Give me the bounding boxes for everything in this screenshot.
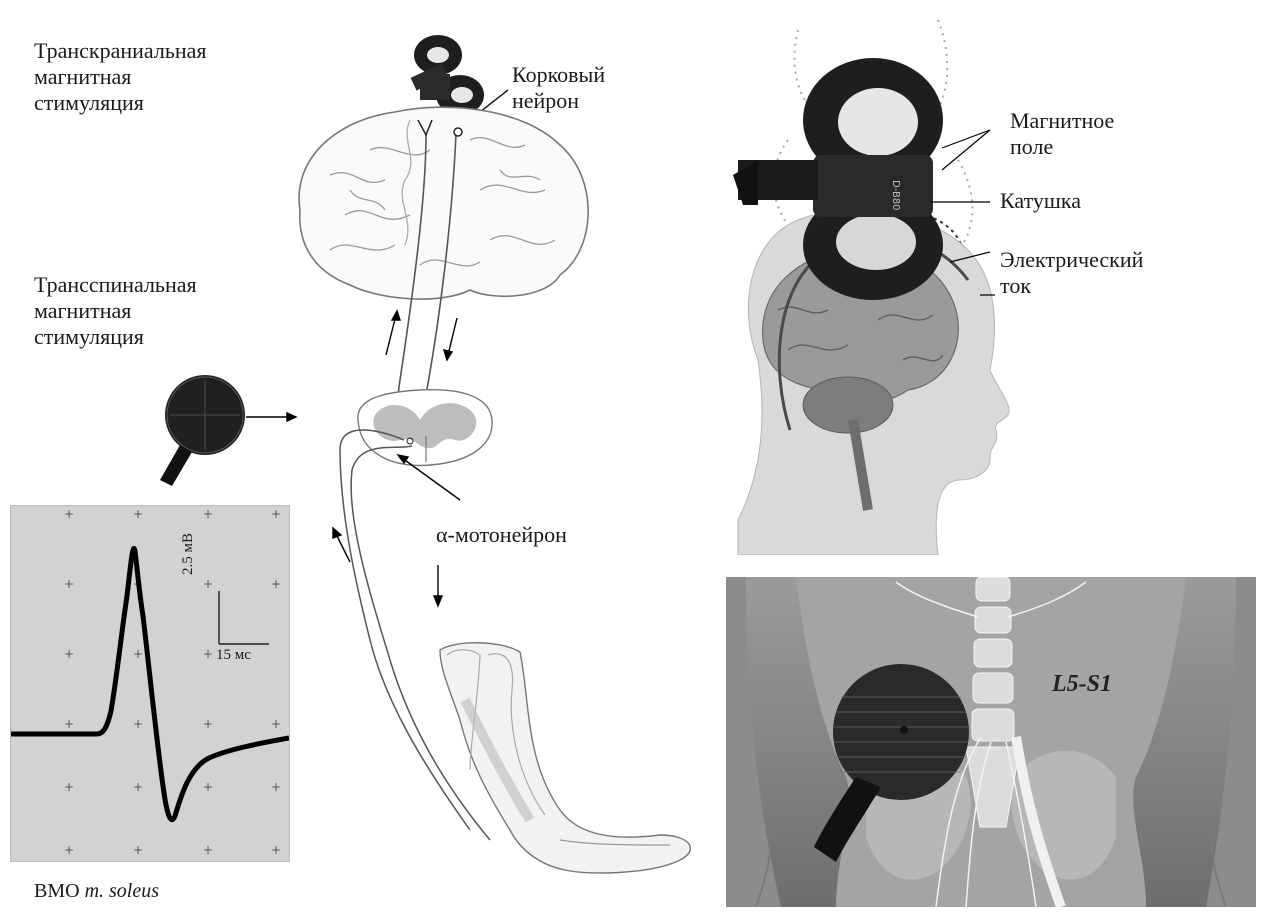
leg-illustration — [440, 643, 690, 873]
svg-text:+: + — [133, 507, 143, 521]
round-coil-icon — [160, 375, 245, 486]
svg-text:+: + — [64, 843, 74, 857]
svg-text:+: + — [133, 647, 143, 661]
svg-text:+: + — [64, 780, 74, 794]
svg-text:+: + — [271, 780, 281, 794]
lumbar-stimulation-panel: L5-S1 — [726, 577, 1256, 907]
spinal-level-label: L5-S1 — [1052, 671, 1112, 698]
brain-illustration — [299, 107, 588, 299]
svg-text:+: + — [64, 577, 74, 591]
coil-brand-text: D-B80 — [890, 180, 901, 211]
emg-trace: ++++ ++++ +++ ++++ ++++ ++++ — [11, 506, 289, 861]
svg-text:+: + — [64, 507, 74, 521]
svg-text:+: + — [203, 577, 213, 591]
svg-text:+: + — [203, 647, 213, 661]
svg-text:+: + — [133, 780, 143, 794]
scale-voltage-label: 2.5 мВ — [180, 533, 197, 575]
caption-muscle: m. soleus — [85, 880, 159, 902]
coil-label: Катушка — [1000, 188, 1081, 214]
electric-current-label: Электрический ток — [1000, 247, 1143, 299]
svg-text:+: + — [271, 507, 281, 521]
svg-text:+: + — [203, 507, 213, 521]
svg-text:+: + — [271, 577, 281, 591]
svg-text:+: + — [271, 843, 281, 857]
tms-coil-icon — [411, 35, 484, 115]
emg-caption: ВМО m. soleus — [34, 880, 159, 903]
svg-text:+: + — [271, 717, 281, 731]
back-illustration — [726, 577, 1256, 907]
caption-prefix: ВМО — [34, 880, 85, 902]
svg-text:+: + — [203, 717, 213, 731]
svg-text:+: + — [64, 647, 74, 661]
svg-text:+: + — [133, 843, 143, 857]
emg-trace-panel: ++++ ++++ +++ ++++ ++++ ++++ — [10, 505, 290, 862]
scale-time-label: 15 мс — [216, 647, 251, 664]
magnetic-field-label: Магнитное поле — [1010, 108, 1114, 160]
callout-lines — [920, 110, 1000, 310]
svg-text:+: + — [64, 717, 74, 731]
svg-text:+: + — [133, 717, 143, 731]
svg-text:+: + — [203, 843, 213, 857]
svg-text:+: + — [203, 780, 213, 794]
spinal-cord-section — [358, 390, 492, 466]
